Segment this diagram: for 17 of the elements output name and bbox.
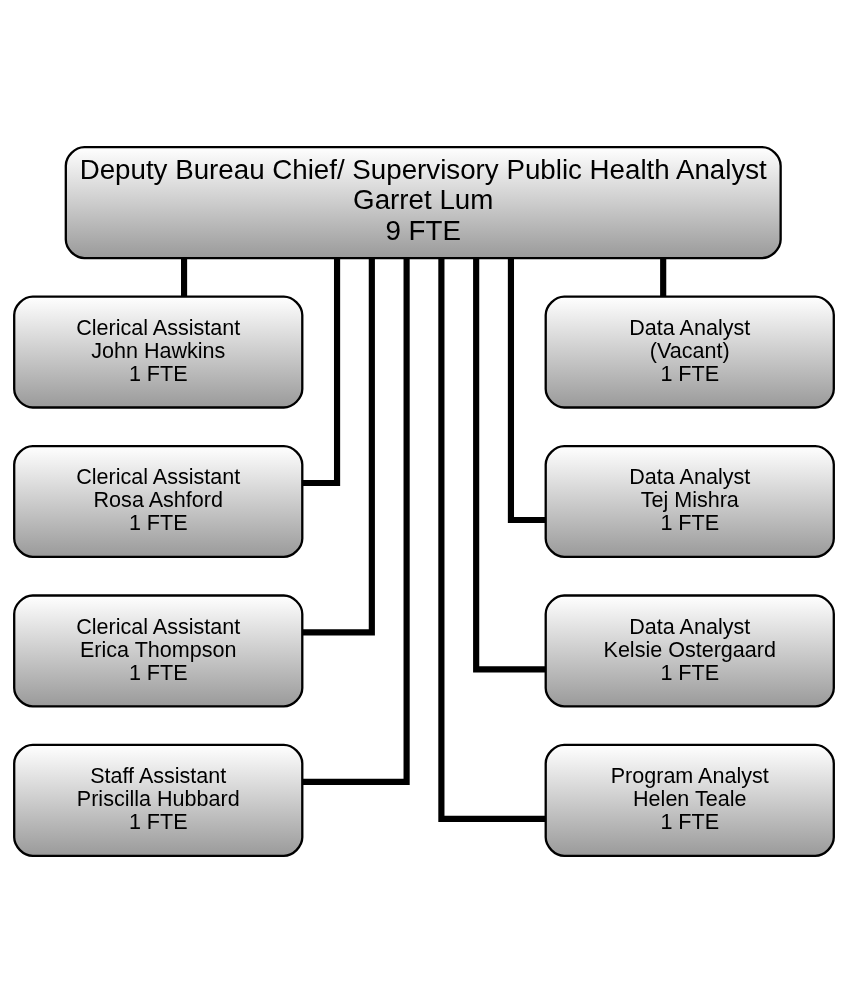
connector xyxy=(660,258,667,297)
node-box: Data Analyst (Vacant) 1 FTE xyxy=(544,295,835,409)
node-box: Data Analyst Tej Mishra 1 FTE xyxy=(544,444,835,559)
node-box: Staff Assistant Priscilla Hubbard 1 FTE xyxy=(13,743,304,857)
node-box: Clerical Assistant Rosa Ashford 1 FTE xyxy=(13,444,304,559)
node-box: Program Analyst Helen Teale 1 FTE xyxy=(544,743,835,857)
connector xyxy=(507,258,546,524)
node-box: Clerical Assistant Erica Thompson 1 FTE xyxy=(13,594,304,708)
connector xyxy=(473,258,546,673)
connector xyxy=(302,258,410,785)
node-box: Clerical Assistant John Hawkins 1 FTE xyxy=(13,295,304,409)
connector xyxy=(302,258,341,487)
connector xyxy=(302,258,375,636)
connector xyxy=(180,258,188,297)
connector xyxy=(438,258,546,822)
node-box: Data Analyst Kelsie Ostergaard 1 FTE xyxy=(544,594,835,708)
node-box: Deputy Bureau Chief/ Supervisory Public Health Analyst Garret Lum 9 FTE xyxy=(64,146,782,260)
